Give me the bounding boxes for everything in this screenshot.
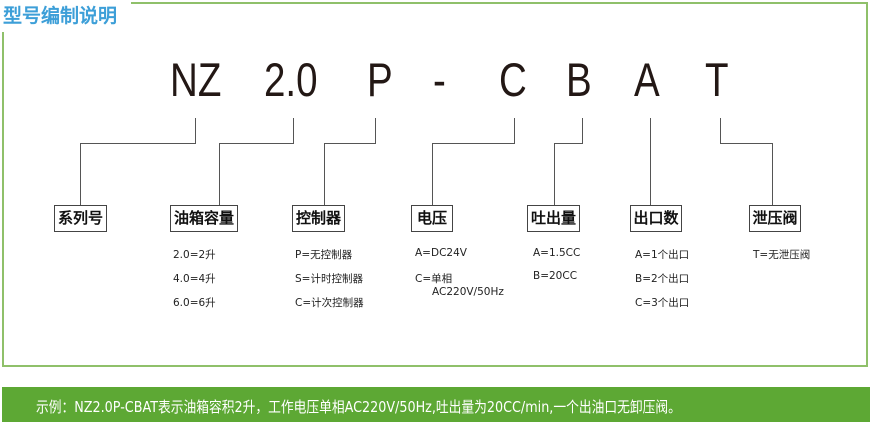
- option-controller: P=无控制器: [295, 249, 353, 261]
- label-controller: 控制器: [292, 205, 345, 232]
- connector: [432, 143, 515, 144]
- label-capacity: 油箱容量: [170, 205, 238, 232]
- frame-bottom: [2, 365, 868, 367]
- connector: [720, 143, 773, 144]
- connector: [219, 143, 294, 144]
- option-voltage: AC220V/50Hz: [432, 286, 504, 298]
- code-relief: T: [705, 53, 729, 106]
- option-relief: T=无泄压阀: [753, 249, 811, 261]
- option-capacity: 4.0=4升: [173, 273, 216, 285]
- connector: [80, 143, 196, 144]
- connector: [293, 118, 294, 144]
- label-voltage: 电压: [411, 205, 453, 232]
- code-dash: -: [433, 53, 446, 106]
- label-outlets: 出口数: [630, 205, 682, 232]
- example-text: 示例：NZ2.0P-CBAT表示油箱容积2升，工作电压单相AC220V/50Hz…: [36, 398, 681, 416]
- option-output: B=20CC: [533, 270, 578, 282]
- connector: [554, 143, 555, 205]
- connector: [554, 143, 583, 144]
- page-title: 型号编制说明: [3, 5, 118, 27]
- connector: [375, 118, 376, 144]
- frame-top: [131, 2, 868, 4]
- code-series: NZ: [170, 53, 222, 106]
- option-outlets: C=3个出口: [635, 297, 690, 309]
- example-banner: 示例：NZ2.0P-CBAT表示油箱容积2升，工作电压单相AC220V/50Hz…: [2, 387, 870, 422]
- connector: [650, 118, 651, 205]
- connector: [432, 143, 433, 205]
- connector: [219, 143, 220, 205]
- code-outlets: A: [634, 53, 660, 106]
- option-output: A=1.5CC: [533, 247, 581, 259]
- label-output: 吐出量: [527, 205, 580, 232]
- connector: [80, 143, 81, 205]
- connector: [582, 118, 583, 144]
- frame-left: [2, 32, 4, 367]
- option-controller: C=计次控制器: [295, 297, 364, 309]
- option-capacity: 6.0=6升: [173, 297, 216, 309]
- option-outlets: B=2个出口: [635, 273, 690, 285]
- option-voltage: A=DC24V: [415, 247, 467, 259]
- option-capacity: 2.0=2升: [173, 249, 216, 261]
- code-controller: P: [367, 53, 393, 106]
- label-series: 系列号: [54, 205, 107, 232]
- connector: [772, 143, 773, 205]
- code-voltage: C: [499, 53, 527, 106]
- option-outlets: A=1个出口: [635, 249, 690, 261]
- option-voltage: C=单相: [415, 273, 453, 285]
- connector: [720, 118, 721, 144]
- label-relief: 泄压阀: [749, 205, 801, 232]
- connector: [514, 118, 515, 144]
- frame-right: [866, 2, 868, 367]
- code-output: B: [566, 53, 592, 106]
- option-controller: S=计时控制器: [295, 273, 363, 285]
- connector: [324, 143, 325, 205]
- connector: [195, 118, 196, 144]
- code-capacity: 2.0: [264, 53, 318, 106]
- connector: [324, 143, 376, 144]
